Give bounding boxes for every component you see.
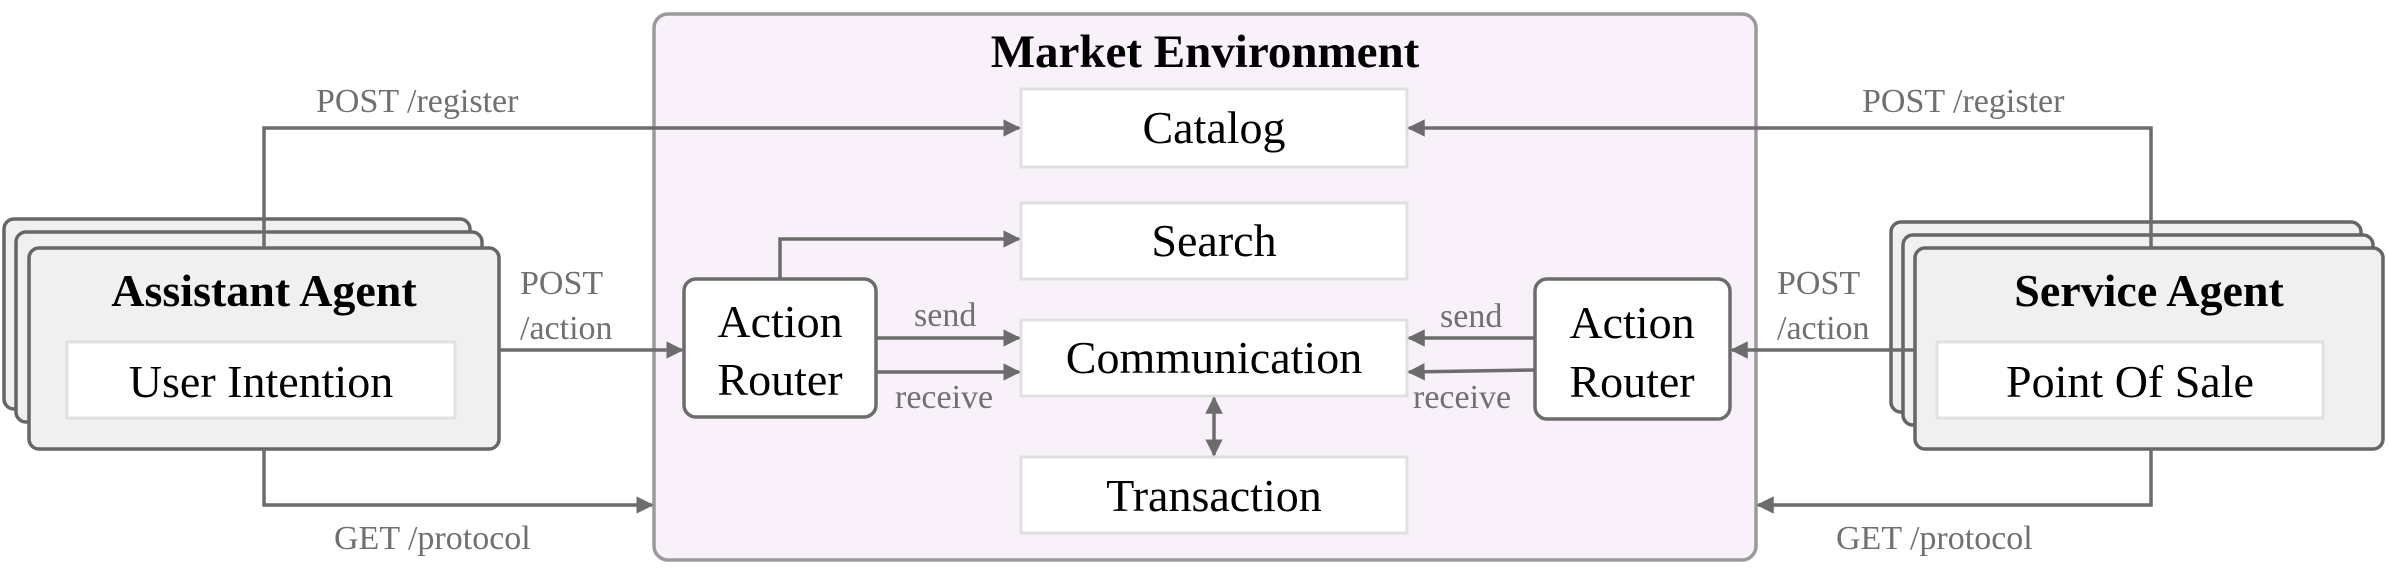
right-register-arrow xyxy=(1407,119,2153,248)
right-action-label-line1: POST xyxy=(1777,265,1860,302)
left-send-label: send xyxy=(914,297,976,334)
right-action-router-line2: Router xyxy=(1569,356,1694,407)
user-intention-label: User Intention xyxy=(129,356,393,407)
left-protocol-label: GET /protocol xyxy=(334,520,531,557)
right-receive-arrow xyxy=(1407,363,1536,381)
right-action-label-line2: /action xyxy=(1777,310,1870,347)
right-action-router-line1: Action xyxy=(1569,297,1694,348)
user-intention-box xyxy=(65,340,457,420)
catalog-label: Catalog xyxy=(1142,102,1285,153)
market-environment-title: Market Environment xyxy=(991,26,1420,78)
point-of-sale-box xyxy=(1935,340,2325,420)
communication-box xyxy=(1019,318,1409,398)
right-register-label: POST /register xyxy=(1862,83,2065,120)
left-protocol-arrow xyxy=(262,449,654,514)
left-action-label-line1: POST xyxy=(520,265,603,302)
right-protocol-arrow xyxy=(1756,449,2153,514)
right-action-router-box xyxy=(1533,277,1732,421)
transaction-label: Transaction xyxy=(1106,470,1322,521)
communication-label: Communication xyxy=(1066,332,1362,383)
service-agent-title: Service Agent xyxy=(2014,265,2284,316)
right-send-label: send xyxy=(1440,298,1502,335)
search-box xyxy=(1019,201,1409,281)
left-register-arrow xyxy=(262,119,1021,248)
assistant-agent-title: Assistant Agent xyxy=(111,265,417,316)
left-action-router-line2: Router xyxy=(717,354,842,405)
catalog-box xyxy=(1019,87,1409,169)
left-receive-label: receive xyxy=(895,379,993,416)
transaction-box xyxy=(1019,455,1409,535)
left-register-label: POST /register xyxy=(316,83,519,120)
left-action-router-line1: Action xyxy=(717,296,842,347)
left-action-label-line2: /action xyxy=(520,310,613,347)
point-of-sale-label: Point Of Sale xyxy=(2006,356,2254,407)
right-receive-label: receive xyxy=(1413,379,1511,416)
right-protocol-label: GET /protocol xyxy=(1836,520,2033,557)
search-label: Search xyxy=(1151,215,1276,266)
router-search-arrow xyxy=(778,230,1021,279)
market-environment-box xyxy=(652,12,1758,562)
